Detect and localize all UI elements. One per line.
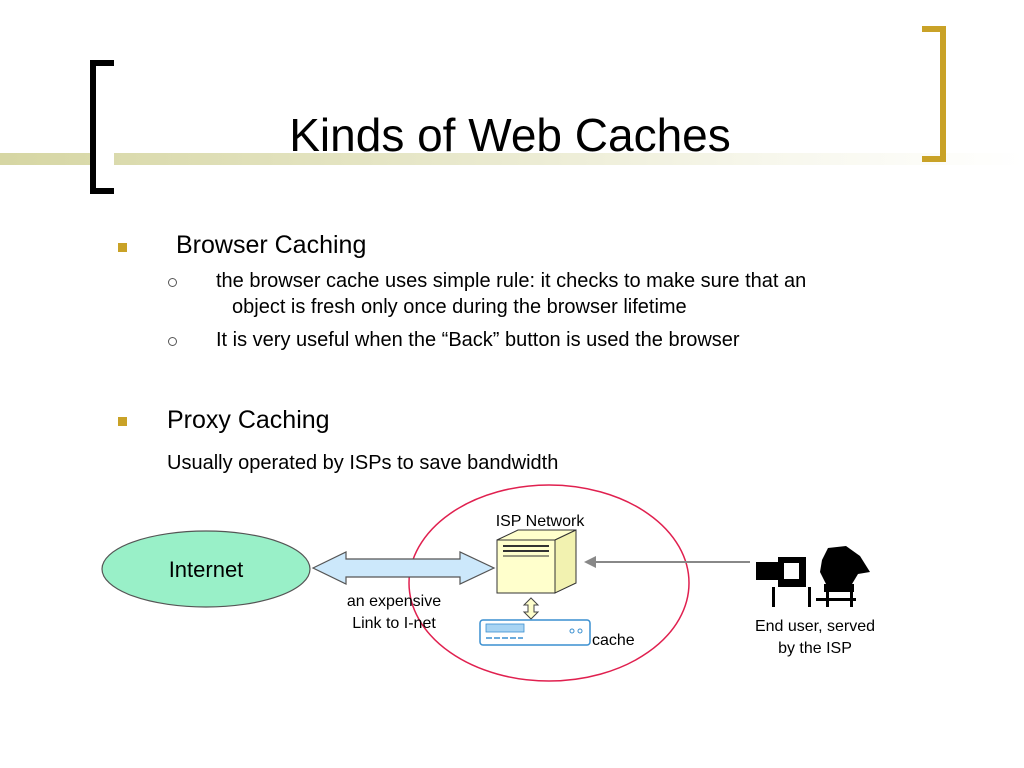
bullet-square-icon (118, 417, 127, 426)
circle-bullet-icon (168, 278, 177, 287)
internet-ellipse (101, 530, 311, 608)
sub-bullet-2: It is very useful when the “Back” button… (216, 329, 740, 351)
end-user-label-line2: by the ISP (778, 640, 852, 657)
bullet-browser-caching: Browser Caching (176, 231, 367, 259)
isp-network-label: ISP Network (495, 513, 585, 530)
request-arrow-head (584, 556, 596, 568)
link-label-line1: an expensive (346, 593, 442, 610)
proxy-server-icon (496, 529, 577, 594)
bullet-proxy-caching: Proxy Caching (167, 406, 330, 434)
internet-label: Internet (168, 557, 244, 582)
end-user-label-line1: End user, served (754, 618, 876, 635)
cache-device-icon (479, 619, 591, 646)
right-bracket-decoration (922, 26, 946, 162)
title-accent-bar (0, 153, 1024, 165)
link-label-line2: Link to I-net (352, 615, 436, 632)
vertical-double-arrow (522, 597, 540, 620)
circle-bullet-icon (168, 337, 177, 346)
sub-bullet-1-line2: object is fresh only once during the bro… (232, 296, 687, 318)
slide-title: Kinds of Web Caches (289, 109, 731, 161)
proxy-caching-note: Usually operated by ISPs to save bandwid… (167, 452, 559, 474)
end-user-icon (756, 546, 870, 607)
bullet-square-icon (118, 243, 127, 252)
link-double-arrow (311, 551, 496, 585)
left-bracket-decoration (90, 60, 114, 194)
sub-bullet-1-line1: the browser cache uses simple rule: it c… (216, 270, 807, 292)
cache-label: cache (592, 632, 635, 649)
isp-network-ellipse (408, 484, 690, 682)
